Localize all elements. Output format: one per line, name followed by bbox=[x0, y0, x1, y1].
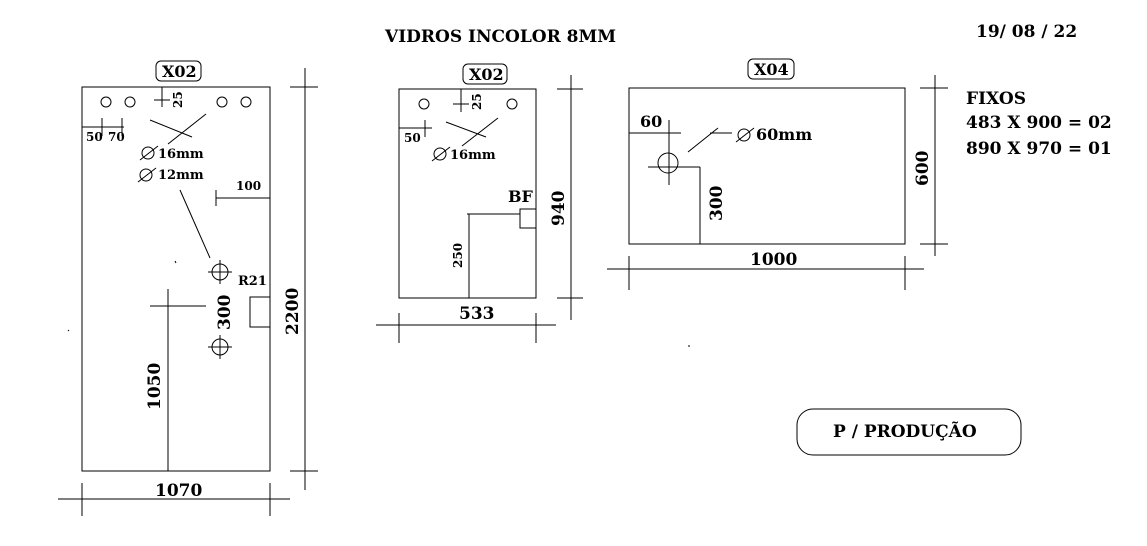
piece-1-notch bbox=[249, 296, 270, 328]
drawing-date: 19/ 08 / 22 bbox=[976, 22, 1077, 42]
piece-1-dim-100: 100 bbox=[236, 179, 261, 193]
piece-1-tag-box bbox=[155, 60, 202, 82]
hole bbox=[100, 96, 112, 108]
piece-2-outline bbox=[398, 88, 537, 299]
piece-3: X04 60 60mm 300 1000 600 bbox=[607, 58, 948, 290]
drawing-title: VIDROS INCOLOR 8MM bbox=[384, 27, 616, 47]
piece-3-width: 1000 bbox=[750, 250, 797, 270]
piece-1: X02 25 50 70 16mm 12mm 100 bbox=[58, 60, 318, 516]
diameter-icon bbox=[139, 145, 159, 161]
piece-3-dim-300: 300 bbox=[707, 185, 727, 221]
piece-1-dim-50: 50 bbox=[86, 130, 103, 144]
diameter-icon bbox=[431, 146, 451, 162]
piece-2-height: 940 bbox=[549, 190, 569, 226]
piece-1-hole-16: 16mm bbox=[158, 147, 204, 162]
piece-1-outline bbox=[81, 86, 271, 472]
piece-2: X02 25 50 16mm BF 250 533 940 bbox=[376, 63, 583, 343]
piece-1-dim-25: 25 bbox=[171, 91, 185, 108]
piece-2-width: 533 bbox=[459, 304, 495, 324]
piece-2-dim-250: 250 bbox=[451, 243, 465, 268]
diameter-icon bbox=[137, 167, 157, 183]
piece-2-tag-box bbox=[462, 63, 508, 85]
fixos-title: FIXOS bbox=[966, 89, 1026, 109]
piece-3-height: 600 bbox=[913, 150, 933, 186]
piece-1-dim-70: 70 bbox=[108, 130, 125, 144]
piece-1-dim-300: 300 bbox=[215, 294, 235, 330]
diameter-icon bbox=[735, 127, 755, 143]
piece-3-hole-60: 60mm bbox=[756, 125, 812, 144]
production-stamp-box bbox=[796, 408, 1022, 456]
piece-2-dim-25: 25 bbox=[470, 93, 484, 110]
hole bbox=[506, 98, 518, 110]
piece-2-notch bbox=[519, 208, 536, 229]
piece-2-bf: BF bbox=[508, 187, 534, 206]
hole bbox=[124, 96, 136, 108]
hole bbox=[216, 96, 228, 108]
hole bbox=[240, 96, 252, 108]
fixos-line: 483 X 900 = 02 bbox=[966, 113, 1112, 133]
piece-1-width: 1070 bbox=[155, 481, 202, 501]
fixos-line: 890 X 970 = 01 bbox=[966, 139, 1112, 159]
piece-2-hole-16: 16mm bbox=[450, 148, 496, 163]
piece-3-outline bbox=[628, 87, 906, 245]
hole bbox=[657, 152, 679, 174]
piece-2-tag: X02 bbox=[469, 65, 504, 84]
piece-2-dim-50: 50 bbox=[404, 131, 421, 145]
piece-3-dim-60: 60 bbox=[640, 112, 662, 131]
production-stamp: P / PRODUÇÃO bbox=[833, 420, 977, 442]
piece-1-hole-12: 12mm bbox=[158, 168, 204, 183]
piece-1-height: 2200 bbox=[283, 288, 303, 335]
piece-1-dim-1050: 1050 bbox=[145, 363, 165, 410]
piece-1-tag: X02 bbox=[162, 62, 197, 81]
hole bbox=[418, 98, 430, 110]
piece-3-tag: X04 bbox=[754, 60, 789, 79]
piece-3-tag-box bbox=[747, 58, 795, 80]
piece-1-radius: R21 bbox=[238, 274, 267, 289]
